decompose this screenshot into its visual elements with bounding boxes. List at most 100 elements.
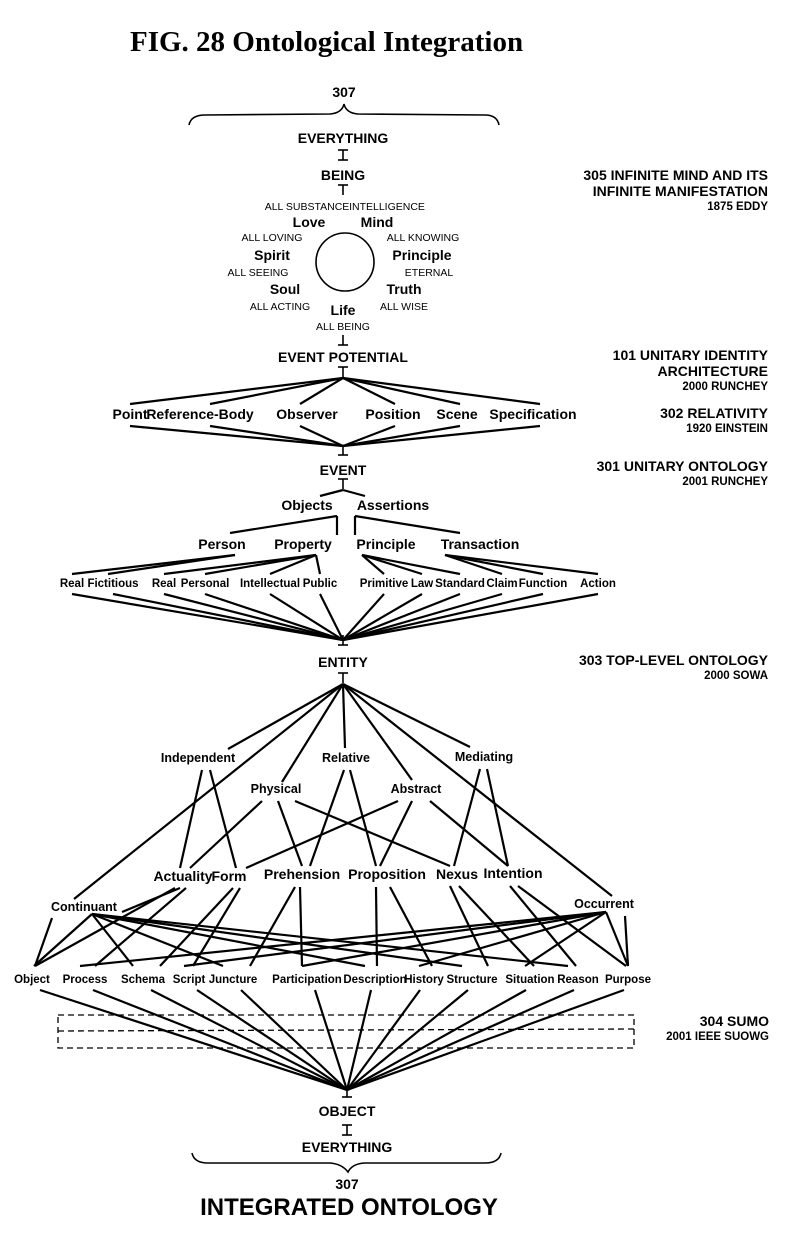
edge-reference-body-event [209,424,344,448]
edge-property-intellectual [269,553,317,576]
edge-principle-primitive [361,554,385,575]
edge-proposition-history [389,886,433,967]
unitary-l3-personal-3: Personal [181,578,230,590]
edge-abstract-proposition [379,800,413,867]
attr-love: Love [293,214,326,230]
edge-continuant-description [91,912,366,968]
edge-entity-continuant [73,683,344,900]
edge-position-event [342,424,396,448]
edge-continuant-schema [91,913,134,967]
edge-person-fictitious [107,553,236,576]
bottom-brace [191,1152,502,1174]
edge-event-objects [319,488,344,498]
sowa-leaf-participation: Participation [272,974,342,986]
edge-entity-abstract [342,683,413,781]
relativity-node-reference-body: Reference-Body [146,406,254,422]
being-circle [315,232,375,292]
edge-reason-object [346,988,575,1092]
sowa-leaf-schema: Schema [121,974,166,986]
edge-intention-reason [509,885,577,967]
unitary-l3-fictitious-1: Fictitious [87,578,138,590]
edge-observer-event [299,425,344,447]
quality-all-acting: ALL ACTING [250,301,310,313]
sowa-intention: Intention [483,865,542,881]
relativity-node-observer: Observer [276,406,338,422]
unitary-l3-real-0: Real [60,578,84,590]
figure-title: FIG. 28 Ontological Integration [130,26,523,58]
relativity-node-point: Point [113,406,148,422]
edge-occurrent-process [79,910,607,968]
ref-305-title-line: 305 INFINITE MIND AND ITS [583,167,768,183]
edge-property-real [163,553,317,576]
ref-301-title-line: 301 UNITARY ONTOLOGY [597,458,769,474]
edge-occurrent-purpose [604,911,630,967]
attr-spirit: Spirit [254,247,290,263]
edge-intellectual-entity [269,593,344,641]
node-everything-top: EVERYTHING [298,130,389,146]
relativity-node-specification: Specification [489,406,576,422]
edge-occurrent-purpose-b [623,915,630,967]
ref-304-title-line: 304 SUMO [700,1013,769,1029]
ref-303-title-line: 303 TOP-LEVEL ONTOLOGY [579,652,769,668]
unitary-l3-standard-8: Standard [435,578,485,590]
quality-all-loving: ALL LOVING [242,232,303,244]
edge-intention-purpose [517,885,627,967]
node-entity: ENTITY [318,654,368,670]
sowa-leaf-purpose: Purpose [605,974,651,986]
sowa-leaf-history: History [404,974,444,986]
ref-101-source: 2000 RUNCHEY [682,381,768,393]
edge-occurrent-participation [301,910,607,968]
unitary-l1-objects: Objects [281,497,333,513]
sumo-box [57,1014,635,1049]
quality-all-knowing: ALL KNOWING [387,232,460,244]
attr-soul: Soul [270,281,300,297]
attr-mind: Mind [361,214,394,230]
edge-entity-relative [341,683,347,749]
edge-actuality-continuant [121,886,181,914]
unitary-l3-intellectual-4: Intellectual [240,578,300,590]
edge-structure-object [346,989,469,1091]
edge-description-object [345,989,373,1091]
quality-eternal: ETERNAL [405,267,454,279]
edge-entity-mediating [342,683,471,748]
unitary-l3-action-11: Action [580,578,616,590]
edge-form-schema [159,887,234,967]
sowa-leaf-script: Script [173,974,206,986]
edge-prehension-juncture [249,886,296,967]
edge-schema-object [150,989,348,1091]
edge-actuality-process [94,887,187,967]
edge-occurrent-script [183,910,607,968]
edge-event-potential-point [129,376,344,406]
edge-purpose-object [346,988,625,1092]
edge-fictitious-entity [112,592,344,642]
attr-life: Life [331,302,356,318]
sowa-mediating: Mediating [455,750,513,764]
ref-101-title-line: 101 UNITARY IDENTITY [613,347,769,363]
edge-scene-event [342,424,461,448]
sowa-physical: Physical [251,782,302,796]
edge-specification-event [342,424,541,448]
edge-abstract-form [245,799,399,870]
edge-point-event [129,424,344,448]
unitary-l2-property: Property [274,536,332,552]
diagram-labels: FIG. 28 Ontological Integration 307 EVER… [57,26,635,1221]
sowa-continuant: Continuant [51,900,118,914]
edge-continuant-object-b [33,917,54,967]
sowa-actuality: Actuality [153,868,212,884]
edge-entity-physical [281,683,344,783]
sowa-form: Form [212,868,247,884]
sowa-independent: Independent [161,751,236,765]
edge-entity-independent [227,683,344,750]
quality-all-seeing: ALL SEEING [228,267,289,279]
top-brace-label: 307 [332,84,356,100]
sowa-leaf-structure: Structure [446,974,497,986]
node-event: EVENT [320,462,367,478]
edge-relative-prehension [308,769,346,867]
ref-304-source: 2001 IEEE SUOWG [666,1031,769,1043]
edge-situation-object [346,989,527,1091]
edge-event-potential-specification [342,376,541,406]
sowa-abstract: Abstract [391,782,443,796]
unitary-l3-claim-9: Claim [486,578,517,590]
